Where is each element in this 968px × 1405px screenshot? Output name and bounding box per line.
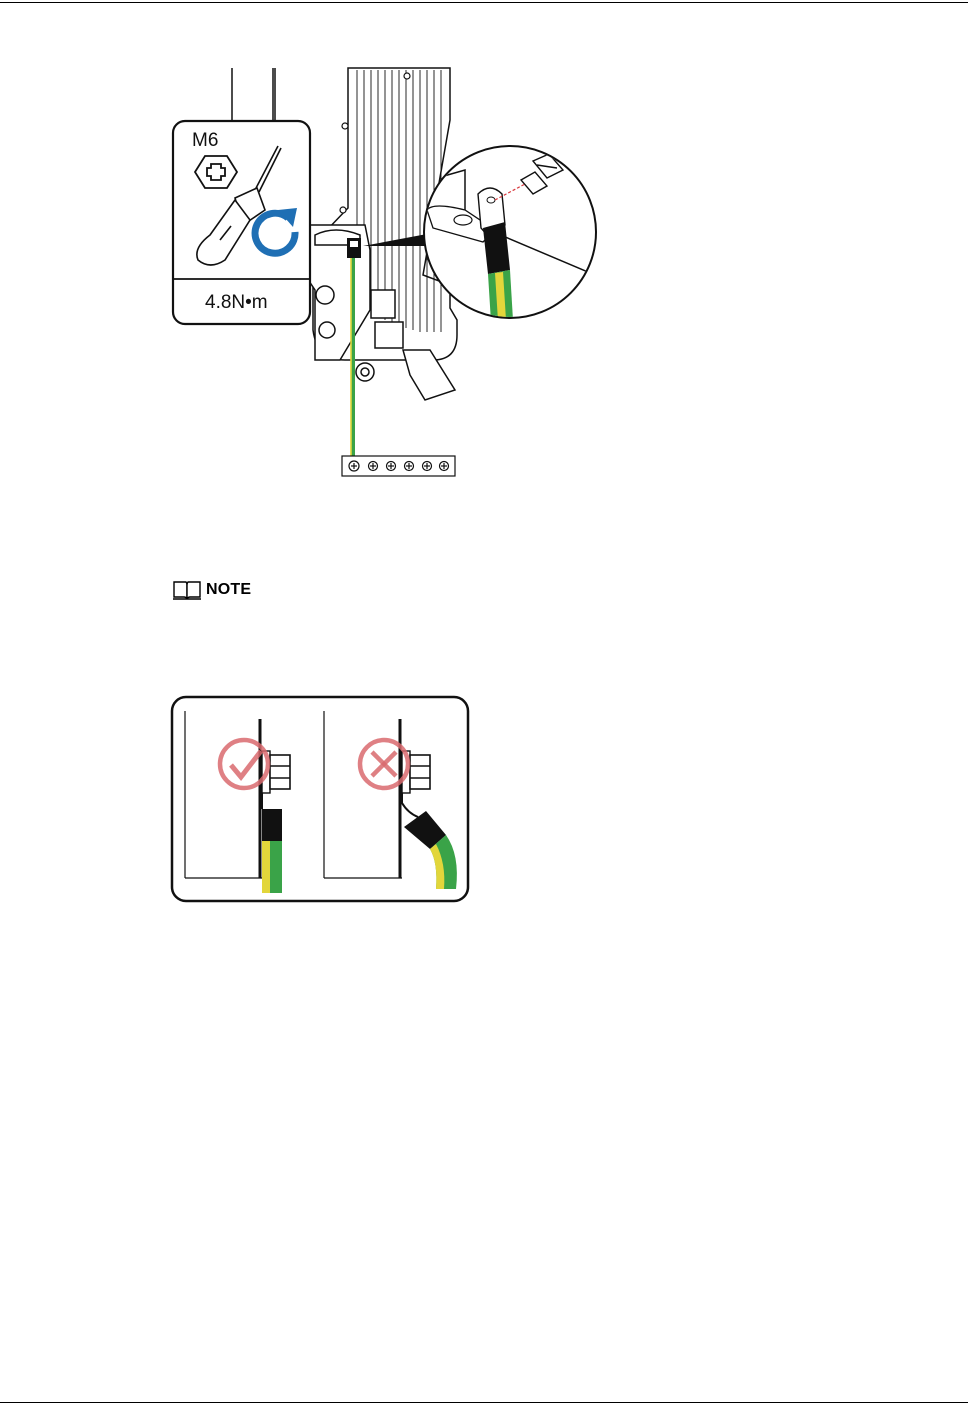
book-icon xyxy=(172,579,202,601)
screw-size-label: M6 xyxy=(192,130,218,151)
device-ground-terminal xyxy=(347,238,361,258)
ground-cable-installation-figure: M6 4.8N•m xyxy=(165,60,605,480)
ground-busbar xyxy=(342,456,455,476)
torque-label: 4.8N•m xyxy=(205,292,268,313)
ground-cable xyxy=(351,258,353,458)
note-label: NOTE xyxy=(206,581,251,599)
cable-routing-comparison-figure xyxy=(168,693,473,905)
mounting-pole xyxy=(232,68,275,122)
note-heading: NOTE xyxy=(172,578,251,602)
tool-callout-box: M6 4.8N•m xyxy=(173,121,310,324)
footer-rule xyxy=(0,1402,968,1403)
header-rule xyxy=(0,2,968,3)
